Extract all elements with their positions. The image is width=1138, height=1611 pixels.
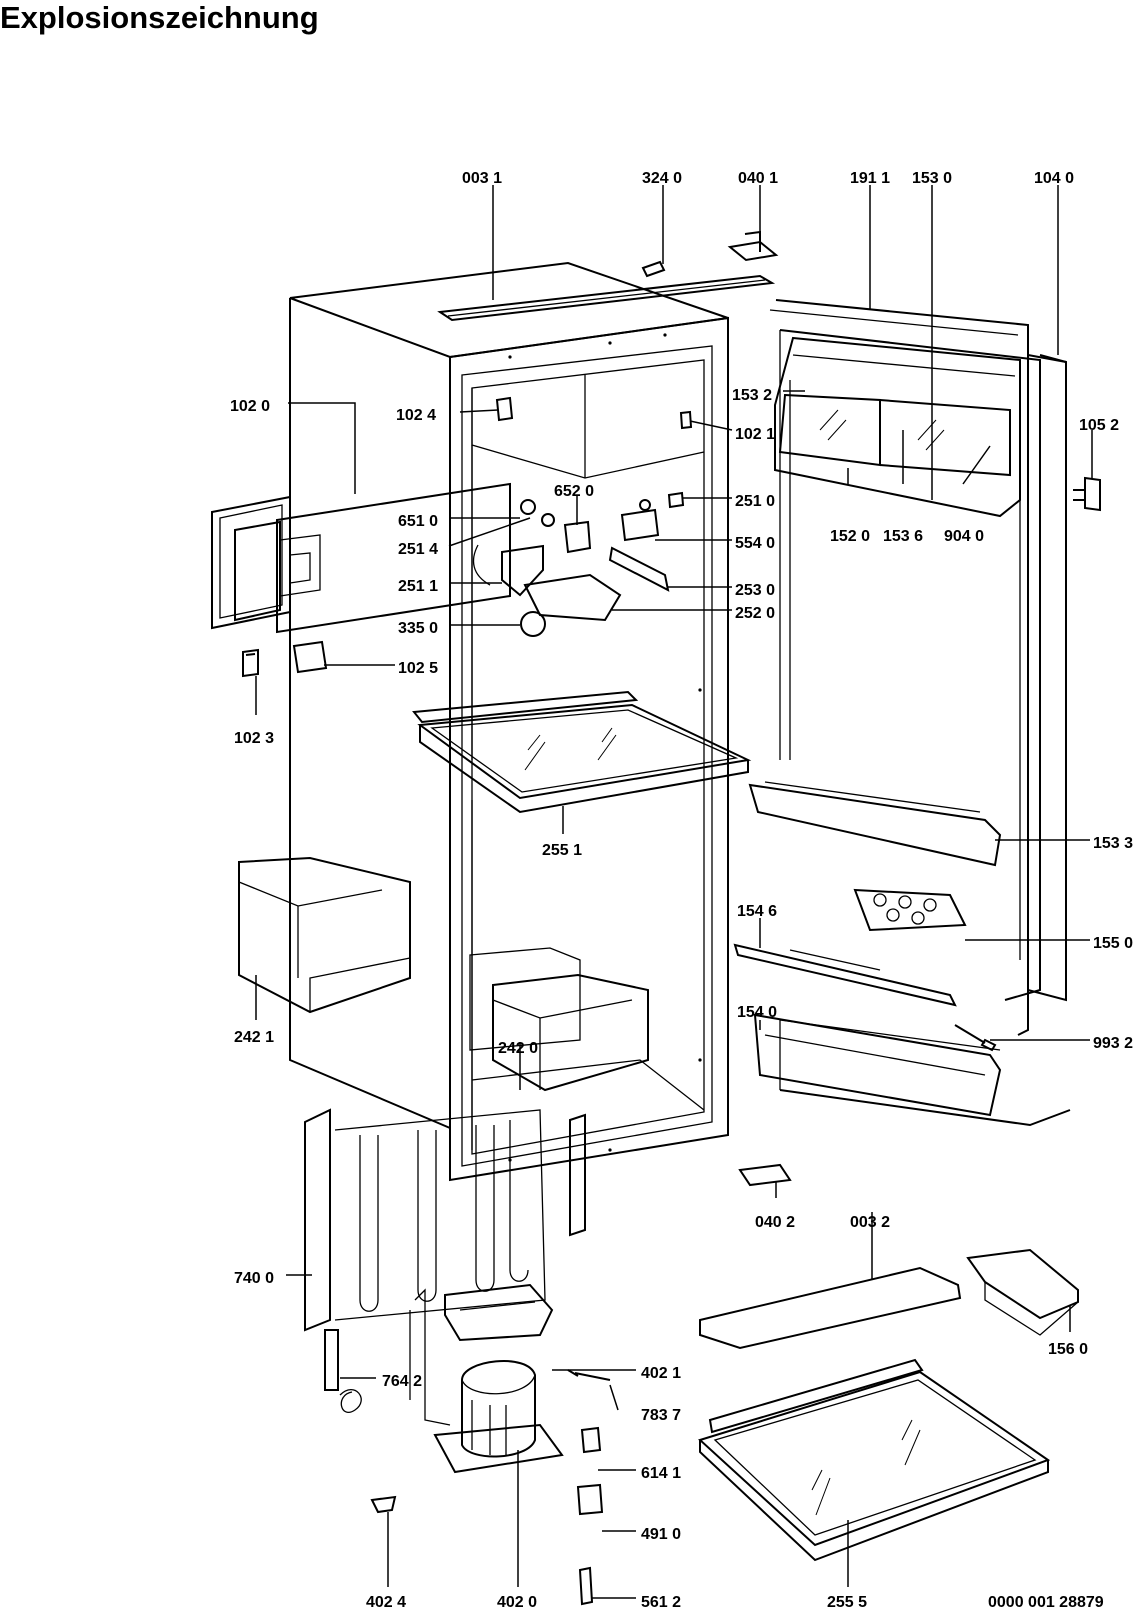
hinge-right-part: [1073, 476, 1101, 512]
part-label-491-0: 491 0: [641, 1526, 681, 1543]
hinge-cover-part: [292, 640, 328, 674]
ice-tray-part: [966, 1248, 1079, 1336]
part-label-253-0: 253 0: [735, 582, 775, 599]
part-label-102-4: 102 4: [396, 407, 436, 424]
crisper-drawer-right: [492, 973, 649, 1092]
clip-bottom-part: [370, 1495, 397, 1514]
door-assembly: [733, 299, 1071, 1127]
leader-lines: [255, 185, 1093, 1599]
part-label-242-1: 242 1: [234, 1029, 274, 1046]
part-label-153-0: 153 0: [912, 170, 952, 187]
part-label-614-1: 614 1: [641, 1465, 681, 1482]
thermostat-group: [472, 491, 685, 637]
top-profile-part: [437, 274, 776, 322]
part-label-255-1: 255 1: [542, 842, 582, 859]
part-label-783-7: 783 7: [641, 1407, 681, 1424]
part-label-764-2: 764 2: [382, 1373, 422, 1390]
wire-part: [567, 1369, 611, 1381]
part-labels: 003 1 324 0 040 1 191 1 153 0 104 0 102 0 102 4…: [230, 170, 1133, 1611]
part-label-040-1: 040 1: [738, 170, 778, 187]
part-label-324-0: 324 0: [642, 170, 682, 187]
part-label-156-0: 156 0: [1048, 1341, 1088, 1358]
part-label-652-0: 652 0: [554, 483, 594, 500]
part-label-993-2: 993 2: [1093, 1035, 1133, 1052]
hinge-bracket-part: [242, 648, 259, 678]
part-label-154-6: 154 6: [737, 903, 777, 920]
relay-part: [580, 1426, 602, 1454]
part-label-003-1: 003 1: [462, 170, 502, 187]
hinge-bottom-part: [738, 1163, 792, 1187]
part-label-105-2: 105 2: [1079, 417, 1119, 434]
page-title: Explosionszeichnung: [0, 0, 319, 35]
part-label-904-0: 904 0: [944, 528, 984, 545]
part-label-153-3: 153 3: [1093, 835, 1133, 852]
part-label-104-0: 104 0: [1034, 170, 1074, 187]
clip-part: [641, 260, 666, 278]
part-label-003-2: 003 2: [850, 1214, 890, 1231]
part-label-153-2: 153 2: [732, 387, 772, 404]
part-label-191-1: 191 1: [850, 170, 890, 187]
part-label-255-5: 255 5: [827, 1594, 867, 1611]
part-label-402-1: 402 1: [641, 1365, 681, 1382]
part-label-251-4: 251 4: [398, 541, 438, 558]
part-label-102-0: 102 0: [230, 398, 270, 415]
part-label-155-0: 155 0: [1093, 935, 1133, 952]
part-label-252-0: 252 0: [735, 605, 775, 622]
part-label-102-1: 102 1: [735, 426, 775, 443]
part-label-102-3: 102 3: [234, 730, 274, 747]
part-label-561-2: 561 2: [641, 1594, 681, 1611]
part-label-402-4: 402 4: [366, 1594, 406, 1611]
drawing-number: 0000 001 28879: [988, 1594, 1104, 1611]
part-label-651-0: 651 0: [398, 513, 438, 530]
part-label-402-0: 402 0: [497, 1594, 537, 1611]
switch-part: [495, 396, 514, 422]
glass-shelf-upper: [412, 690, 752, 814]
part-label-040-2: 040 2: [755, 1214, 795, 1231]
part-label-335-0: 335 0: [398, 620, 438, 637]
part-label-251-0: 251 0: [735, 493, 775, 510]
part-label-152-0: 152 0: [830, 528, 870, 545]
cover-part: [576, 1483, 604, 1516]
part-label-153-6: 153 6: [883, 528, 923, 545]
crisper-drawer-left: [238, 856, 411, 1014]
part-label-740-0: 740 0: [234, 1270, 274, 1287]
part-label-154-0: 154 0: [737, 1004, 777, 1021]
compressor-part: [414, 1283, 564, 1474]
part-label-242-0: 242 0: [498, 1040, 538, 1057]
dryer-part: [324, 1310, 411, 1413]
hinge-top-part: [727, 230, 779, 262]
glass-shelf-lower: [698, 1358, 1051, 1562]
freezer-door: [211, 482, 511, 634]
bottom-profile-part: [699, 1266, 962, 1350]
cable-part: [578, 1566, 594, 1606]
part-label-102-5: 102 5: [398, 660, 438, 677]
part-label-251-1: 251 1: [398, 578, 438, 595]
switch-part-right: [679, 410, 693, 430]
part-label-554-0: 554 0: [735, 535, 775, 552]
